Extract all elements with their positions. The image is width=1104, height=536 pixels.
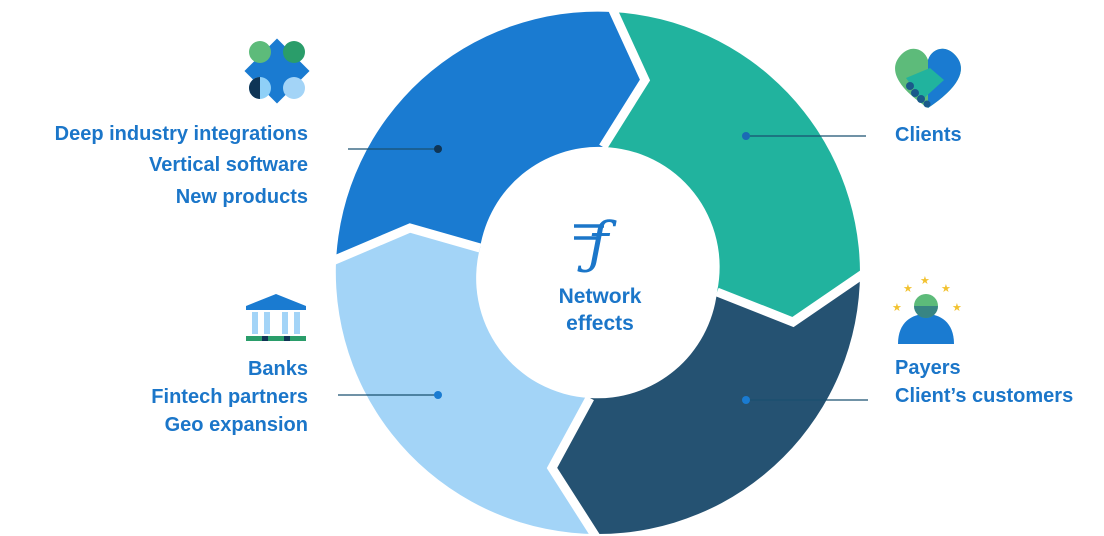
label-top-left-line3: New products: [176, 186, 308, 208]
center-circle: [478, 152, 718, 392]
label-top-left-line2: Vertical software: [149, 154, 308, 176]
svg-text:★: ★: [952, 301, 962, 314]
label-bottom-left-line1: Banks: [248, 358, 308, 380]
label-bottom-left-line3: Geo expansion: [165, 414, 308, 436]
label-top-right-line1: Clients: [895, 124, 962, 146]
label-top-left: Deep industry integrations Vertical soft…: [55, 123, 308, 208]
segment-top-right: [603, 12, 860, 322]
handshake-heart-icon: [895, 48, 961, 108]
label-bottom-right-line1: Payers: [895, 357, 961, 379]
svg-text:★: ★: [903, 282, 913, 295]
segment-top-left: [336, 11, 645, 262]
svg-text:★: ★: [941, 282, 951, 295]
dot-top-right: [742, 132, 750, 140]
dot-bottom-left: [434, 391, 442, 399]
label-top-right: Clients: [895, 124, 962, 146]
dot-top-left: [434, 145, 442, 153]
label-bottom-left-line2: Fintech partners: [151, 386, 308, 408]
svg-text:★: ★: [920, 274, 930, 287]
svg-text:★: ★: [892, 301, 902, 314]
label-bottom-left: Banks Fintech partners Geo expansion: [151, 358, 308, 436]
center-label-line2: effects: [566, 312, 634, 335]
user-stars-icon: ★ ★ ★ ★ ★: [892, 274, 962, 344]
label-top-left-line1: Deep industry integrations: [55, 123, 308, 145]
gap-left: [328, 223, 482, 267]
gap-top: [599, 6, 651, 150]
segment-bottom-right: [552, 272, 860, 534]
integrations-icon: [244, 38, 310, 104]
dot-bottom-right: [742, 396, 750, 404]
cycle-ring: [328, 6, 869, 536]
center-label-line1: Network: [559, 285, 642, 308]
label-bottom-right-line2: Client’s customers: [895, 385, 1073, 407]
gap-right: [715, 268, 869, 328]
segment-bottom-left: [335, 228, 598, 535]
bank-icon: [246, 294, 306, 341]
label-bottom-right: Payers Client’s customers: [895, 357, 1073, 407]
gap-bottom: [546, 395, 601, 536]
leader-lines: [338, 135, 868, 401]
leader-dots: [434, 132, 750, 404]
